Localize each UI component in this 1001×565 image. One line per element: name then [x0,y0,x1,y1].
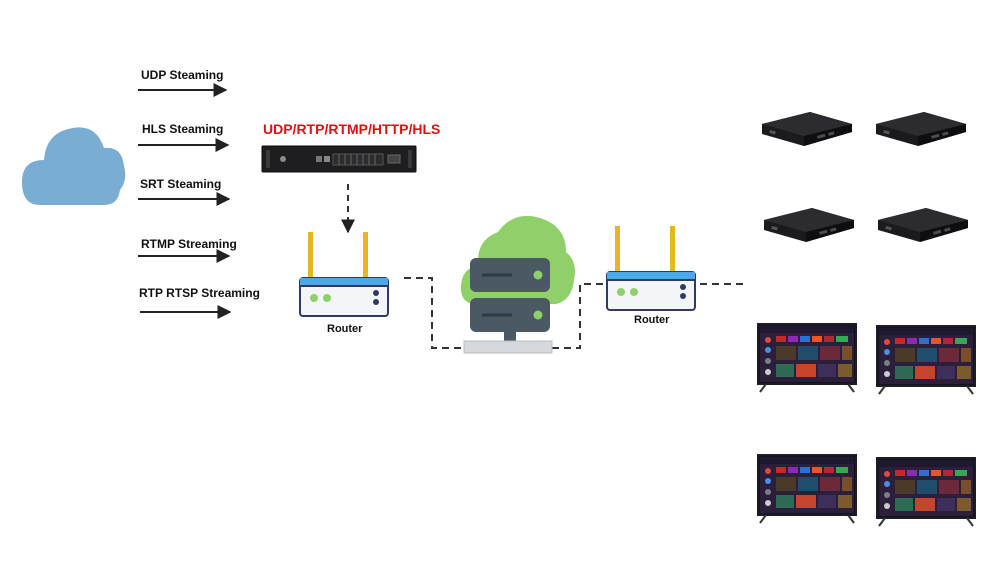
link-server-router [552,283,606,349]
stream-label-srt: SRT Steaming [140,177,222,191]
stream-arrows [138,83,232,319]
router-label-left: Router [327,323,363,335]
stream-label-rtmp: RTMP Streaming [141,237,237,251]
set-top-box [876,112,966,146]
smart-tv [757,454,857,524]
dashed-links [341,184,748,349]
smart-tv [757,323,857,393]
stream-label-udp: UDP Steaming [141,68,224,82]
server-icon [460,215,575,354]
router-icon [299,231,389,317]
link-router-server [404,277,466,349]
set-top-box [764,208,854,242]
smart-tv [876,457,976,527]
smart-tv [876,325,976,395]
set-top-box [762,112,852,146]
stream-label-hls: HLS Steaming [142,122,224,136]
router-icon [606,225,696,311]
stream-label-rtp-rtsp: RTP RTSP Streaming [139,286,260,300]
cloud-icon [22,127,126,205]
set-top-box [878,208,968,242]
encoder-device [261,145,417,173]
router-label-right: Router [634,314,670,326]
protocol-label: UDP/RTP/RTMP/HTTP/HLS [263,121,441,137]
